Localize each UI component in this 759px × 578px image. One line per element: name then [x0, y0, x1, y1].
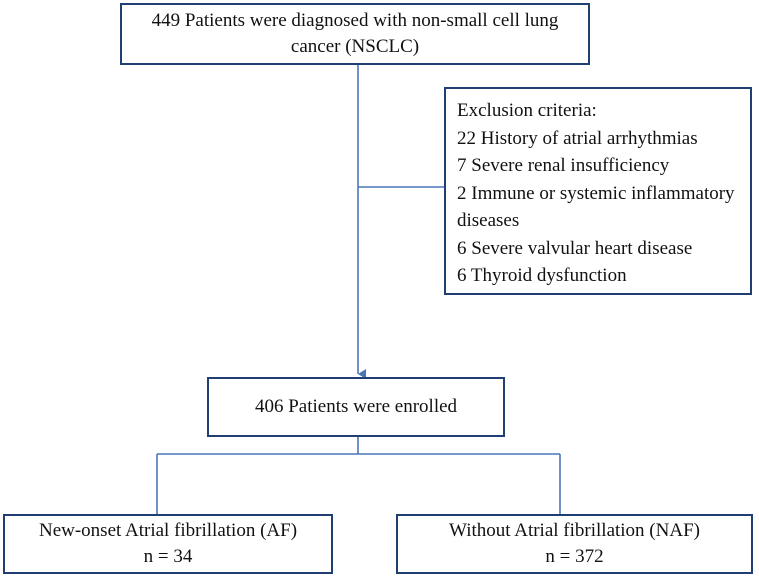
naf-box-label: Without Atrial fibrillation (NAF)	[449, 520, 700, 541]
exclusion-heading: Exclusion criteria:	[457, 100, 597, 121]
exclusion-item-valvular-disease: 6 Severe valvular heart disease	[457, 237, 693, 259]
nsclc-diagnosed-box: 449 Patients were diagnosed with non-sma…	[120, 3, 590, 65]
exclusion-item-thyroid-dysfunction: 6 Thyroid dysfunction	[457, 265, 627, 286]
af-group-box: New-onset Atrial fibrillation (AF) n = 3…	[3, 514, 333, 574]
exclusion-item-atrial-arrhythmias: 22 History of atrial arrhythmias	[457, 127, 698, 149]
exclusion-item-renal-insufficiency: 7 Severe renal insufficiency	[457, 155, 670, 176]
af-box-count: n = 34	[143, 546, 193, 567]
enrolled-box: 406 Patients were enrolled	[207, 377, 505, 437]
af-box-label: New-onset Atrial fibrillation (AF)	[38, 520, 298, 541]
naf-box-count: n = 372	[545, 546, 604, 567]
exclusion-item-inflammatory-line1: 2 Immune or systemic inflammatory	[457, 182, 735, 204]
naf-group-box: Without Atrial fibrillation (NAF) n = 37…	[396, 514, 753, 574]
nsclc-box-line2: cancer (NSCLC)	[290, 36, 420, 57]
nsclc-box-line1: 449 Patients were diagnosed with non-sma…	[151, 10, 559, 31]
enrolled-box-text: 406 Patients were enrolled	[254, 396, 458, 417]
exclusion-item-inflammatory-line2: diseases	[457, 210, 520, 231]
exclusion-criteria-box: Exclusion criteria: 22 History of atrial…	[444, 87, 752, 295]
